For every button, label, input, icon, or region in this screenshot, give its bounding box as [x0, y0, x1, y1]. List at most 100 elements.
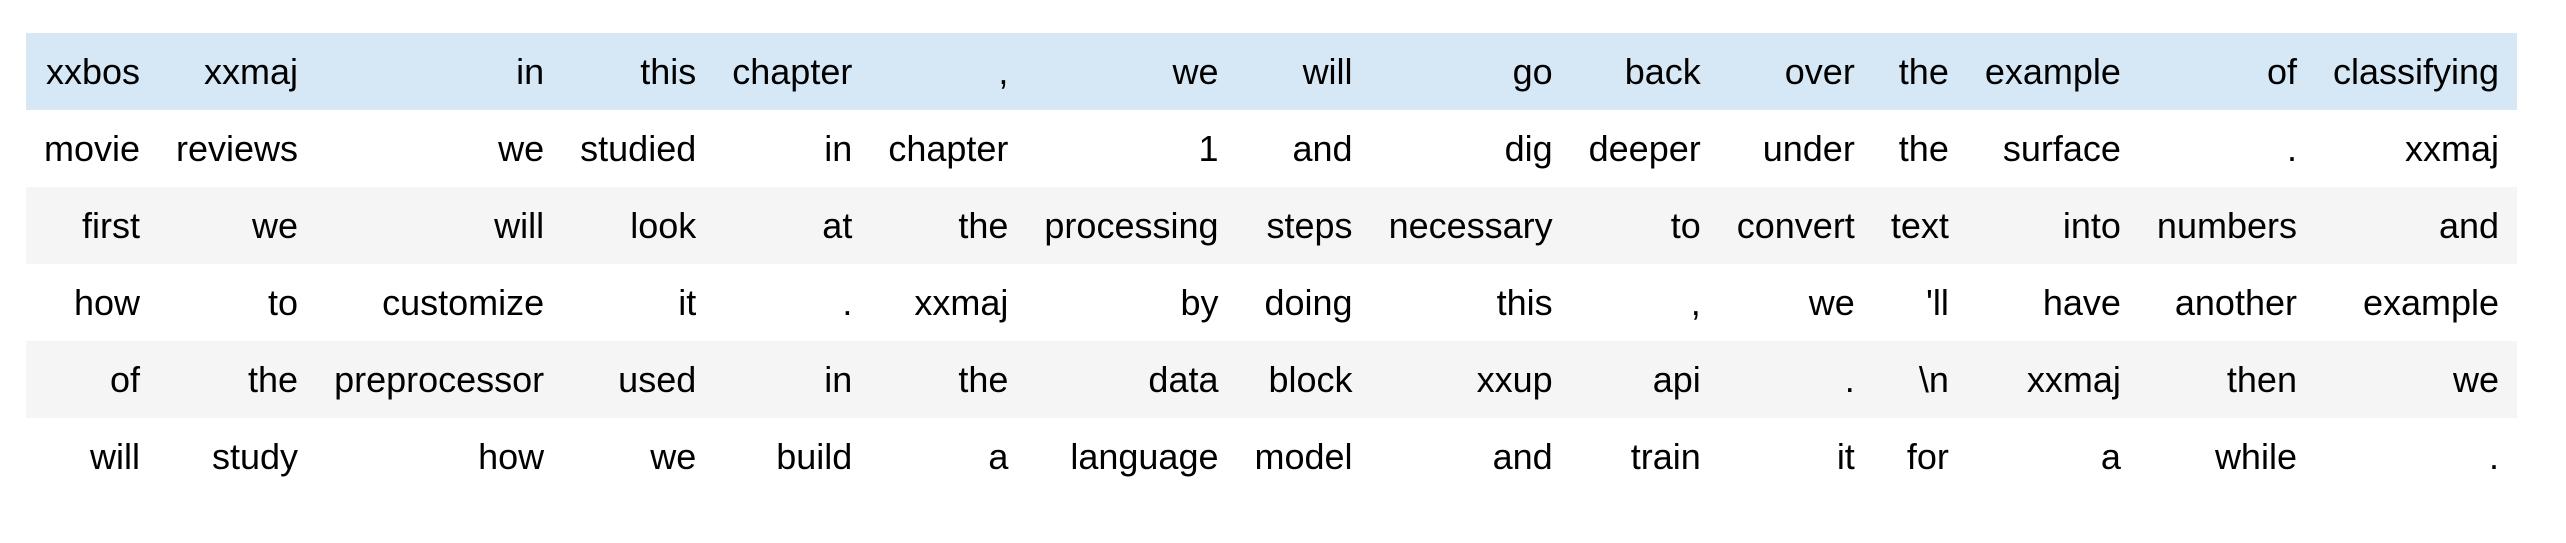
header-cell: we	[1026, 33, 1237, 110]
table-cell: at	[822, 205, 853, 246]
table-cell: surface	[2002, 128, 2121, 169]
header-cell: over	[1718, 33, 1873, 110]
table-cell: build	[776, 436, 853, 477]
table-cell: we	[252, 205, 299, 246]
table-cell: .	[2286, 128, 2297, 169]
table-cell: into	[2062, 205, 2121, 246]
table-cell: dig	[1504, 128, 1553, 169]
table-cell: chapter	[888, 128, 1009, 169]
table-cell: will	[90, 436, 141, 477]
table-cell: numbers	[2156, 205, 2297, 246]
table-cell: we	[498, 128, 545, 169]
table-cell: and	[1292, 128, 1353, 169]
table-cell: for	[1906, 436, 1949, 477]
table-cell: .	[1844, 359, 1855, 400]
header-cell: go	[1370, 33, 1571, 110]
table-cell: api	[1652, 359, 1701, 400]
header-cell: example	[1966, 33, 2139, 110]
table-cell: in	[824, 128, 853, 169]
table-cell: it	[1836, 436, 1855, 477]
table-cell: have	[2042, 282, 2121, 323]
header-cell: chapter	[714, 33, 871, 110]
table-cell: 1	[1198, 128, 1219, 169]
table-cell: the	[1898, 128, 1949, 169]
table-cell: to	[268, 282, 299, 323]
header-cell: of	[2138, 33, 2315, 110]
table-cell: the	[958, 205, 1009, 246]
table-cell: language	[1070, 436, 1219, 477]
table-cell: how	[73, 282, 141, 323]
table-cell: of	[110, 359, 141, 400]
table-cell: doing	[1264, 282, 1353, 323]
header-cell: xxbos	[26, 33, 159, 110]
table-cell: 'll	[1925, 282, 1949, 323]
table-cell: we	[2453, 359, 2500, 400]
header-cell: classifying	[2314, 33, 2518, 110]
header-cell: the	[1872, 33, 1967, 110]
table-cell: a	[2100, 436, 2121, 477]
table-cell: how	[478, 436, 545, 477]
table-cell: xxup	[1476, 359, 1553, 400]
table-cell: we	[650, 436, 697, 477]
table-row: how to customize it. xxmaj by doing this, we 'll h…	[26, 264, 2518, 341]
header-cell: will	[1236, 33, 1371, 110]
table-cell: the	[248, 359, 299, 400]
table-cell: ,	[1690, 282, 1701, 323]
table-cell: to	[1670, 205, 1701, 246]
table-cell: model	[1254, 436, 1353, 477]
table-cell: another	[2174, 282, 2297, 323]
table-cell: .	[2489, 436, 2500, 477]
table-cell: the	[958, 359, 1009, 400]
table-cell: processing	[1044, 205, 1219, 246]
table-cell: necessary	[1388, 205, 1553, 246]
table-row: first we will look at the processing steps neces…	[26, 187, 2518, 264]
table-cell: steps	[1266, 205, 1353, 246]
table-cell: example	[2362, 282, 2500, 323]
table-cell: it	[678, 282, 697, 323]
table-cell: we	[1808, 282, 1855, 323]
table-cell: in	[824, 359, 853, 400]
table-cell: this	[1496, 282, 1553, 323]
table-cell: under	[1762, 128, 1855, 169]
table-cell: by	[1180, 282, 1219, 323]
table-cell: preprocessor	[334, 359, 545, 400]
table-cell: will	[494, 205, 545, 246]
table-cell: study	[212, 436, 299, 477]
table-cell: used	[618, 359, 697, 400]
table-cell: movie	[44, 128, 141, 169]
header-cell: back	[1570, 33, 1719, 110]
table-cell: data	[1148, 359, 1219, 400]
table-cell: \n	[1918, 359, 1949, 400]
table-row: of the preprocessor used in the data block xxup a…	[26, 341, 2518, 418]
table-cell: deeper	[1588, 128, 1701, 169]
header-cell: in	[316, 33, 563, 110]
table-cell: studied	[580, 128, 697, 169]
table-cell: block	[1268, 359, 1353, 400]
table-cell: train	[1630, 436, 1701, 477]
table-cell: and	[1492, 436, 1553, 477]
table-cell: customize	[382, 282, 545, 323]
table-cell: and	[2438, 205, 2500, 246]
table-cell: xxmaj	[2405, 128, 2500, 169]
table-cell: a	[988, 436, 1009, 477]
table-cell: look	[630, 205, 697, 246]
header-cell: ,	[870, 33, 1027, 110]
table-cell: first	[82, 205, 141, 246]
table-cell: then	[2226, 359, 2297, 400]
table-cell: while	[2214, 436, 2297, 477]
table-cell: .	[842, 282, 853, 323]
header-cell: xxmaj	[158, 33, 317, 110]
table-cell: reviews	[176, 128, 299, 169]
header-cell: this	[562, 33, 715, 110]
table-cell: text	[1890, 205, 1949, 246]
table-row: will study how we build a language model and trai…	[26, 418, 2518, 495]
table-cell: xxmaj	[2026, 359, 2121, 400]
table-cell: xxmaj	[914, 282, 1009, 323]
table-cell: convert	[1736, 205, 1855, 246]
